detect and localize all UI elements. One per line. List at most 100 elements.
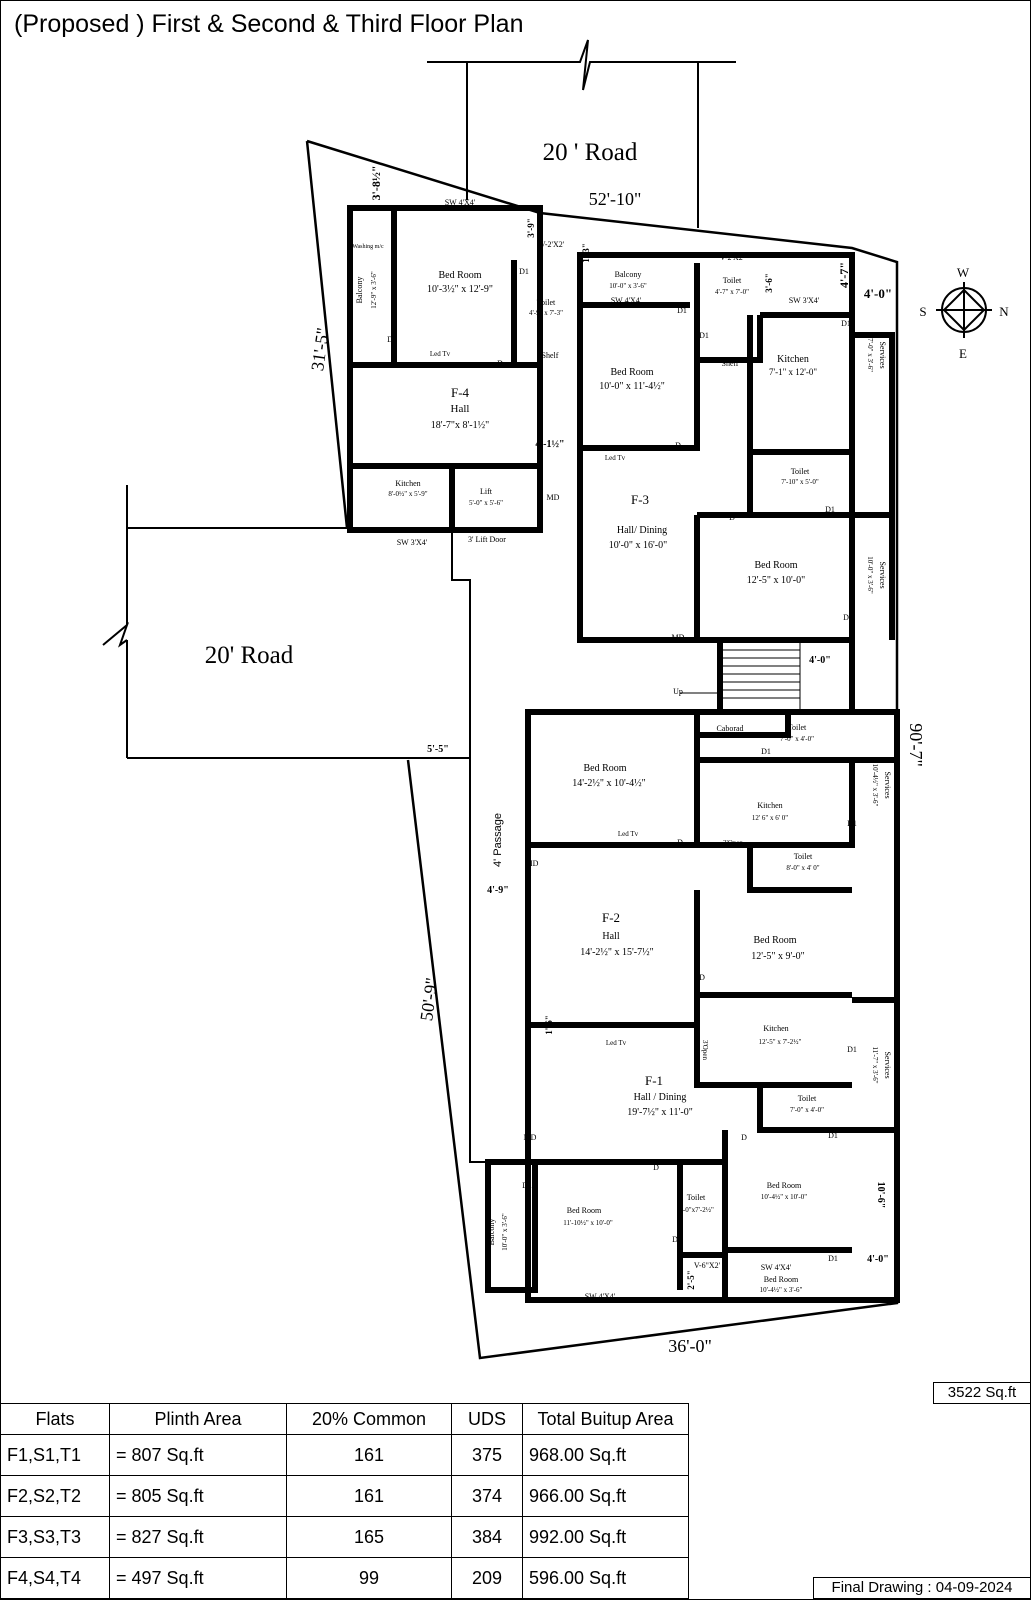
f1-bed1 <box>722 1130 852 1253</box>
total-area: 3522 Sq.ft <box>933 1382 1031 1404</box>
mark-d1-f2a: D1 <box>761 747 771 756</box>
dim-east: 90'-7" <box>906 723 926 767</box>
f4-washing: Washing m/c <box>352 244 384 250</box>
f1-services: Services <box>883 1051 892 1078</box>
cell-flat: F2,S2,T2 <box>0 1475 110 1517</box>
f3-kitchen: Kitchen <box>777 354 809 365</box>
f1-bedroom2: Bed Room <box>567 1206 602 1215</box>
f4-toilet: Toilet <box>537 298 556 307</box>
cell-uds: 375 <box>451 1434 523 1476</box>
f2-led: Led Tv <box>618 830 639 838</box>
mark-d1-f4a: D1 <box>519 267 529 276</box>
dim-1-3: 1'-3" <box>581 243 591 263</box>
mark-d1-f2b: D1 <box>847 819 857 828</box>
west-road-break <box>102 621 130 648</box>
floor-plan: W E S N 20 ' Road 20' Road 52'-10" 36'-0… <box>102 39 1009 1380</box>
f1-toilet1-size: 7'-0" x 4'-0" <box>790 1106 824 1114</box>
f4-label: F-4 <box>451 385 470 400</box>
header-common: 20% Common <box>286 1403 452 1435</box>
f2-bedroom1: Bed Room <box>583 763 626 774</box>
f2-bedroom1-size: 14'-2½" x 10'-4½" <box>572 778 645 789</box>
f1-balcony-size: 10'-0" x 3'-6" <box>501 1213 509 1251</box>
dim-2-5: 2'-5" <box>686 1270 696 1290</box>
cell-plinth: = 807 Sq.ft <box>109 1434 287 1476</box>
mark-d1-f3b: D1 <box>699 331 709 340</box>
f1-label: F-1 <box>645 1073 663 1088</box>
f3-services1: Services <box>878 341 887 368</box>
cell-uds: 374 <box>451 1475 523 1517</box>
f2-open: 3'Open <box>723 839 743 847</box>
f2-kitchen-size: 12' 6" x 6' 0" <box>752 814 788 822</box>
f4-lift-size: 5'-0" x 5'-6" <box>469 499 503 507</box>
dim-ne-gap1: 4'-7" <box>837 262 851 288</box>
north-road-line <box>427 39 736 91</box>
mark-d1-f1c: D1 <box>828 1254 838 1263</box>
f3-bedroom1: Bed Room <box>610 367 653 378</box>
f4-walls <box>347 205 543 533</box>
cell-common: 99 <box>286 1557 452 1599</box>
mark-md-f2: MD <box>526 859 539 868</box>
mark-sw-f1-bottom: SW 4'X4' <box>585 1292 616 1301</box>
f2-hall: Hall <box>602 931 619 942</box>
f3-services1-size: 7'-0" x 3'-6" <box>866 338 874 372</box>
area-table: Flats Plinth Area 20% Common UDS Total B… <box>0 1403 689 1599</box>
mark-d1-f1b: D1 <box>828 1131 838 1140</box>
f1-toilet2: Toilet <box>687 1193 706 1202</box>
f1-hall: Hall / Dining <box>634 1092 687 1103</box>
f3-shelf: Shelf <box>722 359 739 368</box>
cell-uds: 209 <box>451 1557 523 1599</box>
f3-toilet1-size: 4'-7" x 7'-0" <box>715 288 749 296</box>
passage-label: 4' Passage <box>492 813 504 867</box>
f4-bedroom: Bed Room <box>438 270 481 281</box>
north-road-label: 20 ' Road <box>543 139 638 166</box>
west-road-label: 20' Road <box>205 642 294 669</box>
table-row: F3,S3,T3 = 827 Sq.ft 165 384 992.00 Sq.f… <box>0 1516 689 1558</box>
mark-sw-f1-bed3: SW 4'X4' <box>761 1263 792 1272</box>
cell-builtup: 966.00 Sq.ft <box>522 1475 689 1517</box>
cell-flat: F4,S4,T4 <box>0 1557 110 1599</box>
cell-flat: F1,S1,T1 <box>0 1434 110 1476</box>
f1-led: Led Tv <box>606 1039 627 1047</box>
f4-kitchen: Kitchen <box>395 479 420 488</box>
west-road-line <box>103 485 127 1380</box>
f2-hall-size: 14'-2½" x 15'-7½" <box>580 947 653 958</box>
f3-services2: Services <box>878 561 887 588</box>
mark-md-f4: MD <box>547 493 560 502</box>
f2-kitchen <box>697 757 855 848</box>
mark-d1-f1d: D1 <box>672 1235 682 1244</box>
f1-kitchen-size: 12'-5" x 7'-2½" <box>759 1038 802 1046</box>
f3-bedroom2: Bed Room <box>754 560 797 571</box>
f2-toilet2 <box>747 845 852 893</box>
f3-balcony-size: 10'-0" x 3'-6" <box>609 282 647 290</box>
compass-n: N <box>999 304 1009 319</box>
cell-flat: F3,S3,T3 <box>0 1516 110 1558</box>
f4-lift-door: 3' Lift Door <box>468 535 506 544</box>
dim-ne-gap2: 4'-0" <box>864 286 892 301</box>
dim-stair: 4'-0" <box>809 655 831 666</box>
mark-d-f1b: D <box>741 1133 747 1142</box>
mark-d-f2b: D <box>699 973 705 982</box>
f3-bedroom2-size: 12'-5" x 10'-0" <box>747 575 805 586</box>
f2-services: Services <box>883 771 892 798</box>
f3-label: F-3 <box>631 492 649 507</box>
mark-d1-f4b: D1 <box>387 335 397 344</box>
f4-hall-size: 18'-7"x 8'-1½" <box>431 420 489 431</box>
mark-sw-f3-kitchen: SW 3'X4' <box>789 296 820 305</box>
header-flats: Flats <box>0 1403 110 1435</box>
passage <box>451 530 488 1163</box>
f1-bedroom2-size: 11'-10½" x 10'-0" <box>563 1219 613 1227</box>
f3-kitchen <box>747 312 852 455</box>
f1-services-size: 11'-7" x 3'-6" <box>871 1046 879 1083</box>
f4-toilet-size: 4'-9" x 7'-3" <box>529 309 563 317</box>
mark-v-f1: V-6"X2' <box>694 1261 721 1270</box>
mark-d1-f3d: D1 <box>825 505 835 514</box>
cell-uds: 384 <box>451 1516 523 1558</box>
cell-common: 161 <box>286 1475 452 1517</box>
mark-d1-f3e: D1 <box>843 613 853 622</box>
stair-treads <box>680 640 801 710</box>
f1-toilet2-size: 4'-0"x7'-2½" <box>678 1206 714 1214</box>
dim-south: 36'-0" <box>668 1336 712 1356</box>
f3-services <box>852 332 895 640</box>
f2-bedroom2-size: 12'-5" x 9'-0" <box>751 951 804 962</box>
f3-hall-size: 10'-0" x 16'-0" <box>609 540 667 551</box>
